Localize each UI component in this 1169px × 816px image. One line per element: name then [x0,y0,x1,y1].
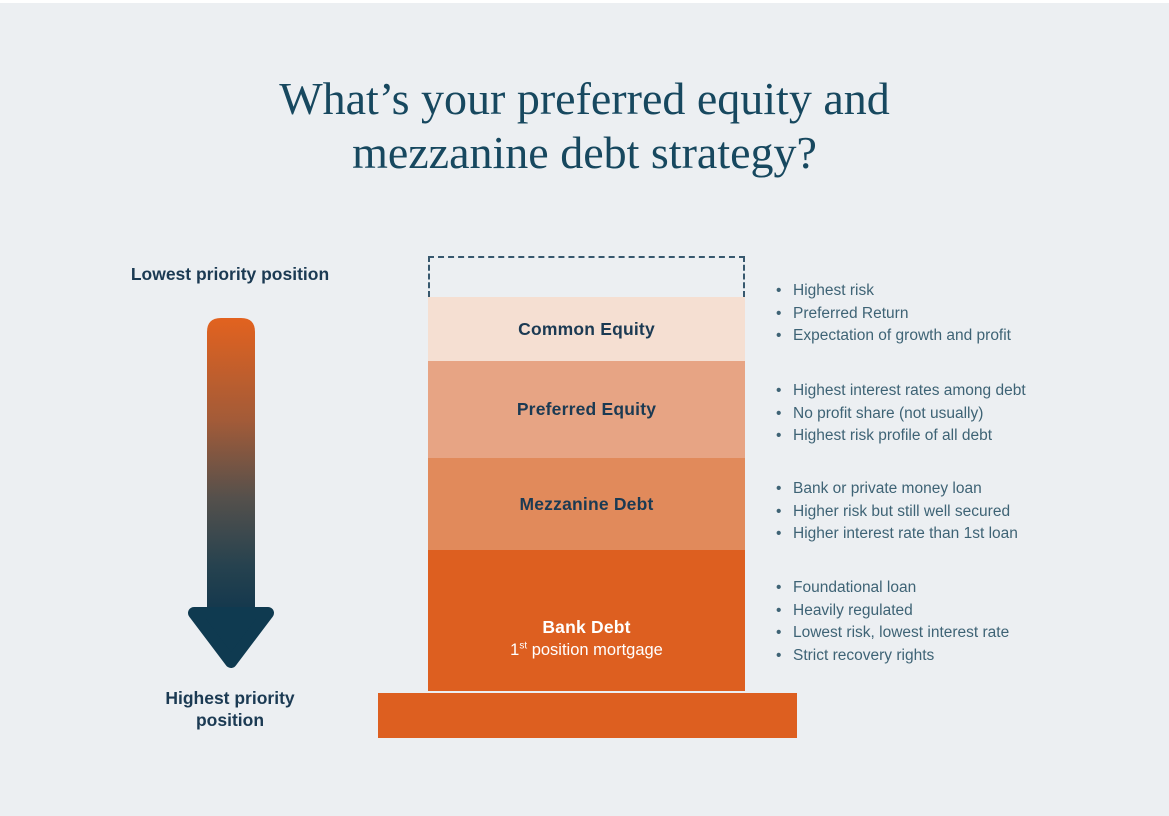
tier-bank-debt: Bank Debt 1st position mortgage [428,550,745,691]
bullets-common-equity: Highest riskPreferred ReturnExpectation … [772,280,1152,348]
bullets-bank-debt: Foundational loanHeavily regulatedLowest… [772,577,1152,667]
bullet-item: Heavily regulated [772,600,1152,623]
highest-priority-label: Highest priority position [165,688,295,730]
bullet-item: Highest risk [772,280,1152,303]
bullets-preferred-equity: Highest interest rates among debtNo prof… [772,380,1152,448]
tier-sublabel-bank-debt: 1st position mortgage [510,641,663,660]
tier-label-preferred-equity: Preferred Equity [516,399,657,419]
bullet-item: Highest risk profile of all debt [772,425,1152,448]
capital-stack: Common Equity Preferred Equity Mezzanine… [378,256,797,738]
lowest-priority-label: Lowest priority position [130,264,330,284]
page-title: What’s your preferred equity and mezzani… [279,73,890,179]
bullet-item: Strict recovery rights [772,645,1152,668]
bullet-item: Expectation of growth and profit [772,325,1152,348]
tier-label-bank-debt: Bank Debt [542,617,631,637]
empty-dashed-box [428,256,745,297]
tier-common-equity: Common Equity [428,297,745,361]
tier-label-common-equity: Common Equity [518,318,655,339]
top-border-strip [0,0,1169,3]
bullets-mezzanine-debt: Bank or private money loanHigher risk bu… [772,478,1152,546]
bullet-item: Highest interest rates among debt [772,380,1152,403]
bullet-item: No profit share (not usually) [772,403,1152,426]
sublabel-ordinal-suffix: st [519,640,528,652]
bullet-item: Preferred Return [772,303,1152,326]
tier-label-mezzanine-debt: Mezzanine Debt [519,493,654,514]
bullet-item: Bank or private money loan [772,478,1152,501]
sublabel-number: 1 [510,641,520,659]
bullet-item: Lowest risk, lowest interest rate [772,622,1152,645]
sublabel-rest: position mortgage [527,641,663,659]
stack-pedestal-base [378,693,797,738]
bullet-item: Higher risk but still well secured [772,501,1152,524]
bullet-item: Foundational loan [772,577,1152,600]
tier-mezzanine-debt: Mezzanine Debt [428,458,745,550]
bullet-item: Higher interest rate than 1st loan [772,523,1152,546]
priority-arrow-icon [183,310,279,672]
tier-preferred-equity: Preferred Equity [428,361,745,458]
bank-debt-text-group: Bank Debt 1st position mortgage [510,617,663,660]
